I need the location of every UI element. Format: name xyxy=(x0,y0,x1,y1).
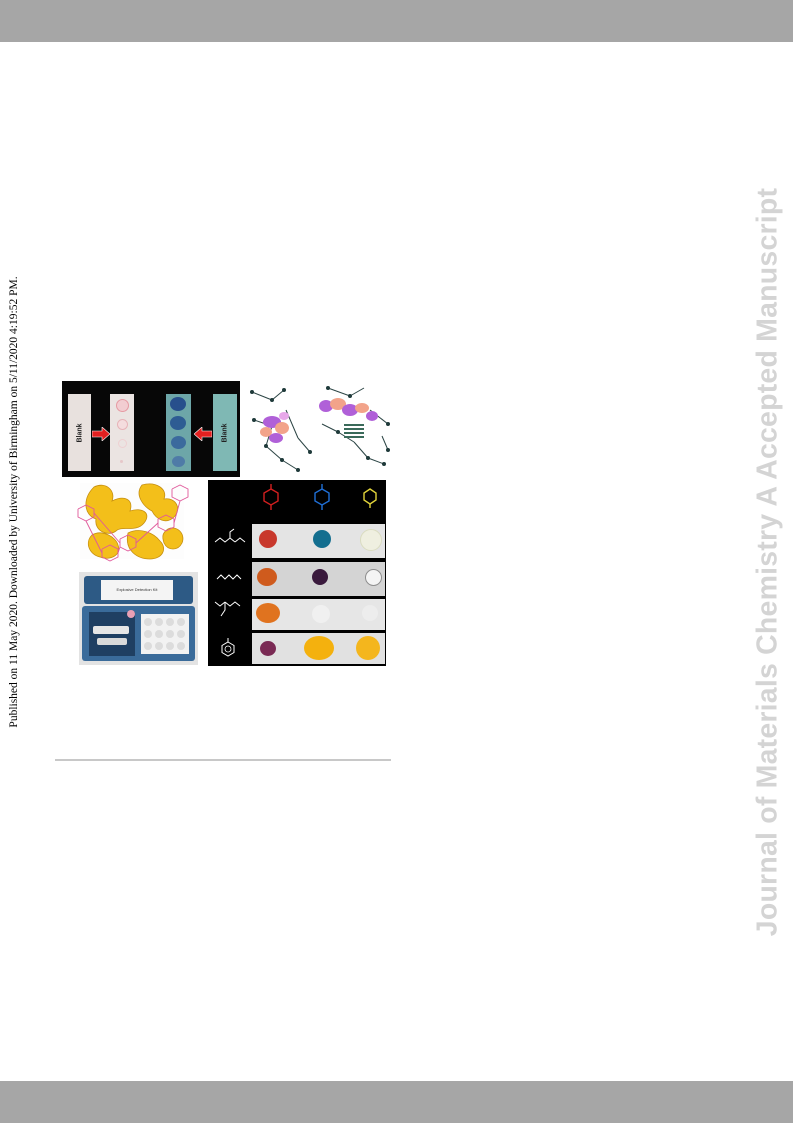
color-spot xyxy=(313,530,331,548)
color-spot xyxy=(257,568,277,586)
kit-label-card: Explosive Detection Kit xyxy=(101,580,173,600)
dropper-cap xyxy=(127,610,135,618)
figure-divider xyxy=(55,759,391,761)
kit-label: Explosive Detection Kit xyxy=(116,587,158,592)
result-row xyxy=(252,524,385,558)
alkane-structure-icon xyxy=(216,574,242,580)
framework-structure-image xyxy=(77,483,189,562)
tlc-spot xyxy=(170,416,186,430)
blank-strip-right: Blank xyxy=(213,394,237,471)
color-spot xyxy=(304,636,334,660)
benzene-structure-icon xyxy=(363,488,377,508)
tlc-strips-panel: Blank Blank xyxy=(62,381,240,477)
tlc-spot xyxy=(118,439,127,448)
journal-watermark: Journal of Materials Chemistry A Accepte… xyxy=(751,187,784,937)
tlc-spot xyxy=(120,460,123,463)
download-note: Published on 11 May 2020. Downloaded by … xyxy=(8,276,20,728)
color-spot xyxy=(312,605,330,623)
reagent-vial xyxy=(97,638,127,645)
color-spot xyxy=(260,641,276,656)
molecular-orbitals-image xyxy=(242,380,392,476)
tlc-spot xyxy=(171,436,186,449)
result-row xyxy=(252,562,385,596)
tlc-spot xyxy=(116,399,129,412)
color-spot xyxy=(360,529,382,551)
alkane-structure-icon xyxy=(214,601,241,617)
nitroaromatic-structure-icon xyxy=(221,638,235,657)
sample-strip-red xyxy=(110,394,134,471)
result-row xyxy=(252,633,385,664)
blank-label-right: Blank xyxy=(221,422,229,443)
alkane-structure-icon xyxy=(214,528,246,543)
tlc-spot xyxy=(170,397,186,411)
color-response-table xyxy=(208,480,386,666)
red-arrow-icon xyxy=(194,427,212,441)
kit-compartment xyxy=(89,612,135,656)
spot-plate xyxy=(141,614,189,654)
blank-label-left: Blank xyxy=(76,422,83,443)
result-row xyxy=(252,599,385,630)
benzene-structure-icon xyxy=(263,484,279,510)
red-arrow-icon xyxy=(92,427,110,441)
color-spot xyxy=(259,530,277,548)
tlc-spot xyxy=(172,456,185,467)
tlc-spot xyxy=(117,419,128,430)
color-spot xyxy=(312,569,328,585)
color-spot xyxy=(256,603,280,623)
benzene-structure-icon xyxy=(314,484,330,510)
sample-strip-blue xyxy=(166,394,191,471)
color-spot xyxy=(362,605,378,621)
color-spot xyxy=(365,569,382,586)
reagent-vial xyxy=(93,626,129,634)
blank-strip-left: Blank xyxy=(68,394,91,471)
top-header-bar xyxy=(0,0,793,42)
detection-kit-photo: Explosive Detection Kit xyxy=(79,572,198,665)
bottom-footer-bar xyxy=(0,1081,793,1123)
color-spot xyxy=(356,636,380,660)
